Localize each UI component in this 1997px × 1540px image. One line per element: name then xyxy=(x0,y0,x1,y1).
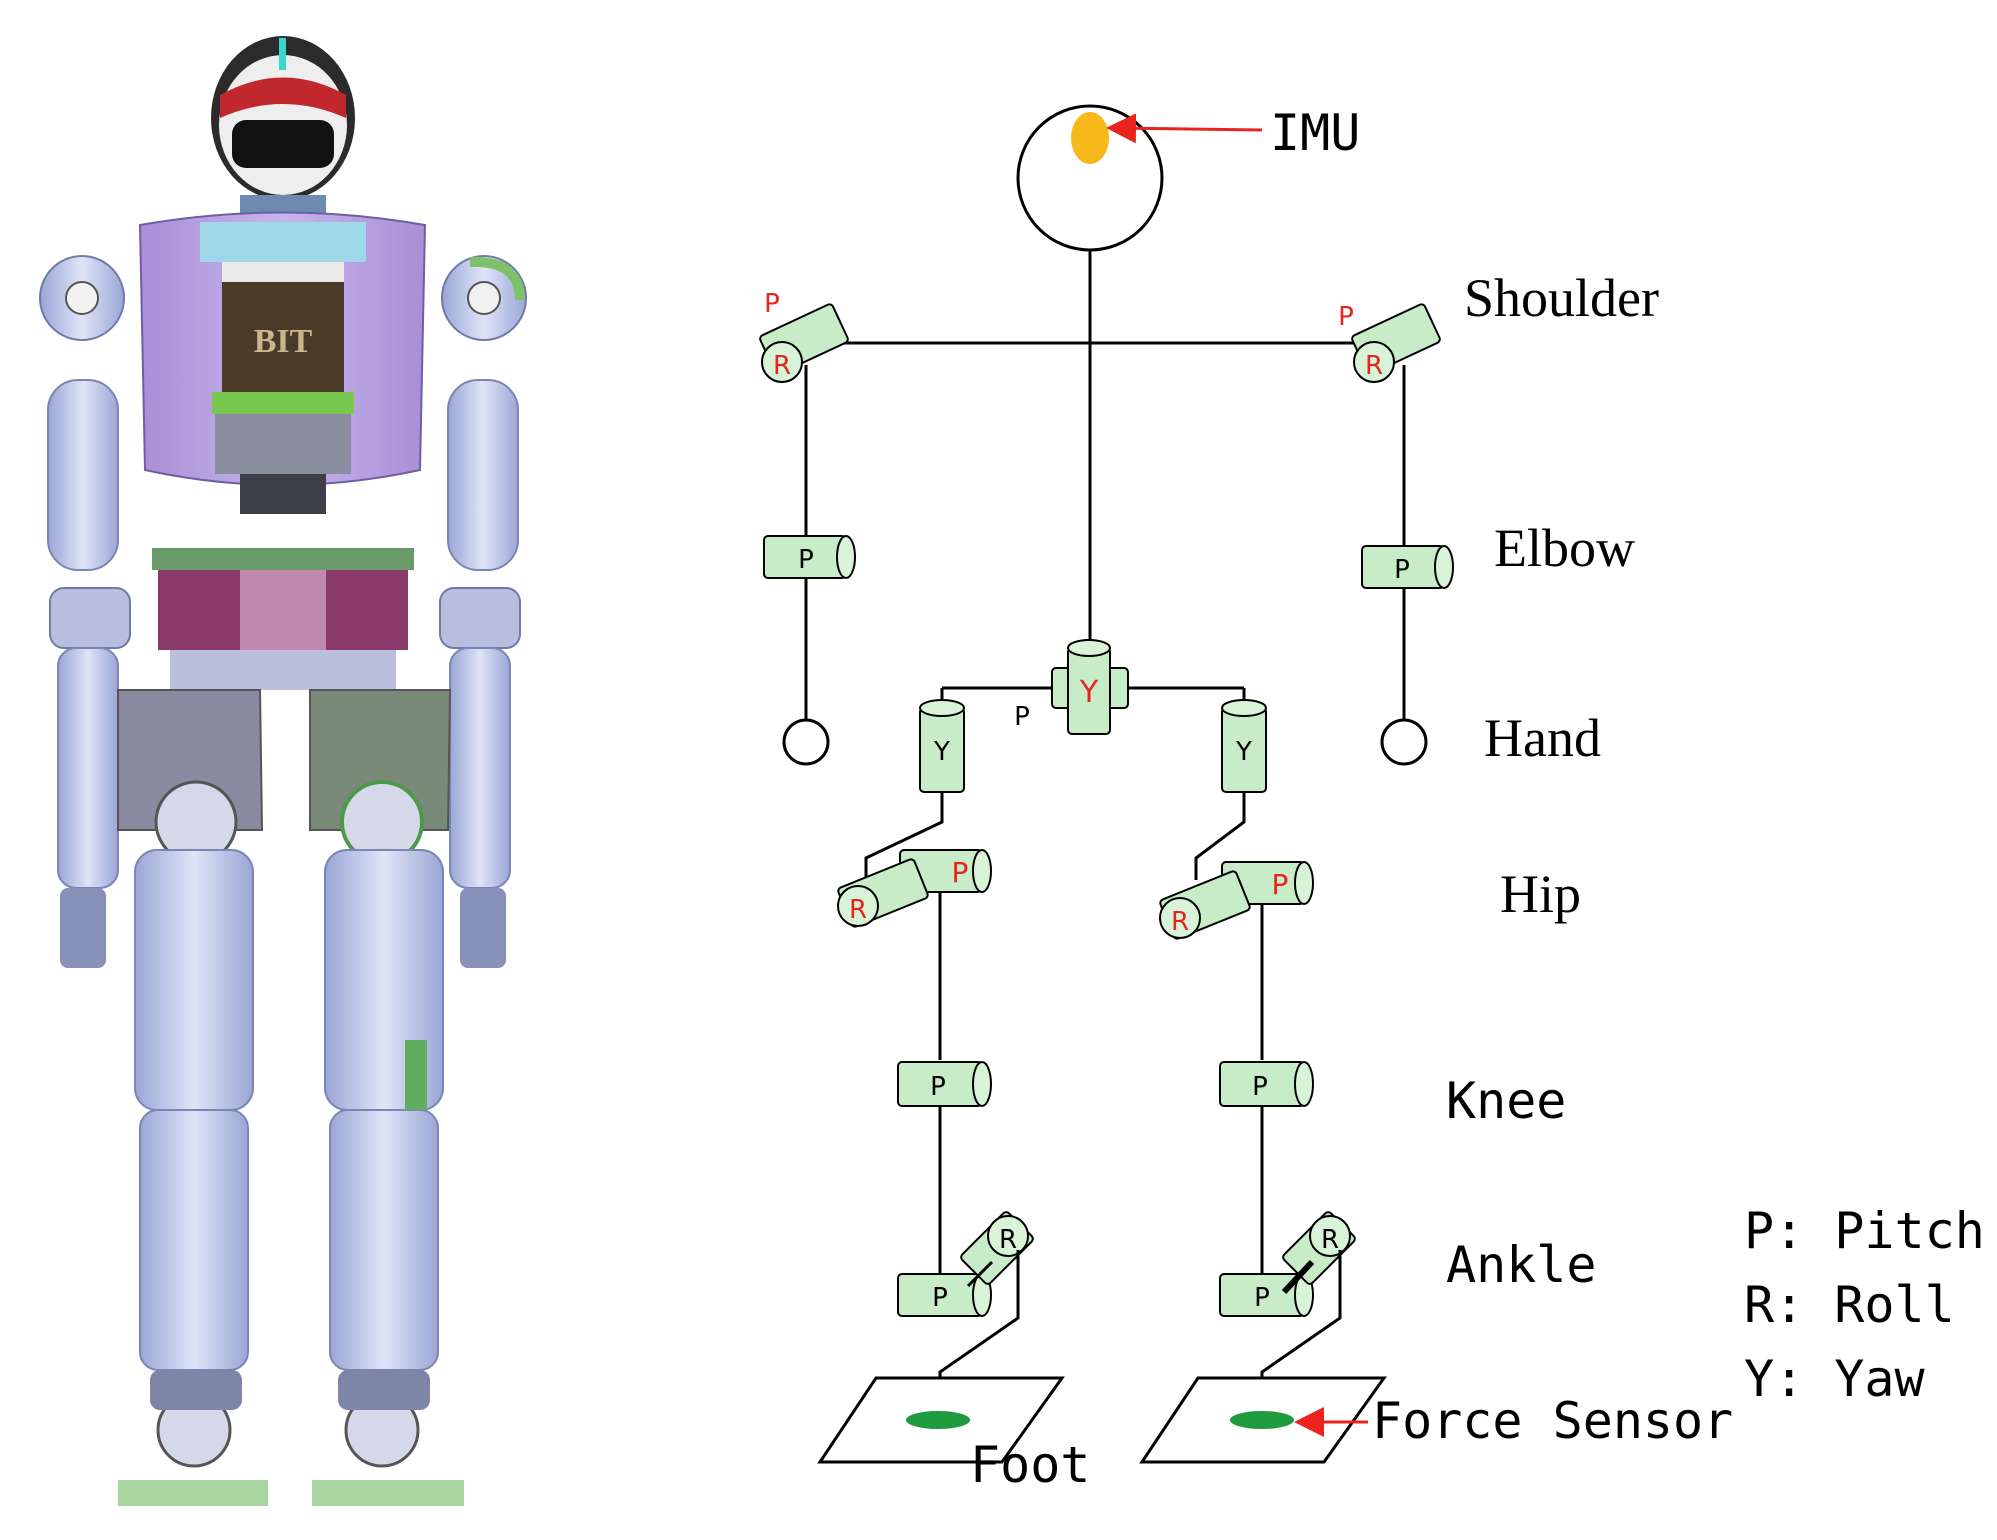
waist-yaw-letter: Y xyxy=(1079,675,1099,710)
right-hip-roll-letter: R xyxy=(1171,907,1189,937)
left-hip-yaw-letter: Y xyxy=(933,737,950,767)
left-ankle-roll-letter: R xyxy=(999,1225,1017,1255)
robot-chest-logo: BIT xyxy=(254,323,313,360)
right-ankle-pitch-letter: P xyxy=(1254,1283,1270,1313)
right-hip-wire xyxy=(1194,792,1246,880)
right-hip-pr-joint: P R xyxy=(1159,861,1314,940)
right-ankle-roll-letter: R xyxy=(1321,1225,1339,1255)
right-hip-pitch-letter: P xyxy=(1272,868,1289,901)
left-hip-pr-joint: P R xyxy=(837,849,992,928)
legend-roll: R: Roll xyxy=(1744,1276,1955,1334)
right-foot xyxy=(1139,1376,1387,1464)
left-shoulder-joint: R P xyxy=(759,289,849,383)
left-foot xyxy=(817,1376,1065,1464)
legend-yaw: Y: Yaw xyxy=(1744,1350,1926,1408)
right-hip-yaw-joint: Y xyxy=(1221,699,1267,793)
right-elbow-joint: P xyxy=(1361,545,1454,589)
imu-arrow xyxy=(1106,113,1263,144)
left-shoulder-pitch-letter: P xyxy=(764,289,780,319)
label-force-sensor: Force Sensor xyxy=(1372,1392,1733,1450)
imu-marker xyxy=(1071,112,1109,164)
right-shoulder-joint: R P xyxy=(1338,302,1441,383)
robot-legs xyxy=(117,689,464,1506)
left-hip-wire xyxy=(864,792,944,880)
robot-torso: BIT xyxy=(138,211,427,514)
robot-head xyxy=(211,36,355,200)
robot-render: BIT xyxy=(39,36,527,1506)
label-knee: Knee xyxy=(1446,1072,1566,1130)
right-shoulder-pitch-letter: P xyxy=(1338,302,1354,332)
label-hip: Hip xyxy=(1500,864,1581,924)
left-hip-pitch-letter: P xyxy=(952,856,969,889)
left-ankle-joint: P R xyxy=(897,1211,1034,1317)
waist-joint: Y P xyxy=(1014,639,1129,735)
robot-arms xyxy=(47,379,521,968)
left-elbow-joint: P xyxy=(763,535,856,579)
label-shoulder: Shoulder xyxy=(1464,268,1659,328)
label-hand: Hand xyxy=(1484,708,1601,768)
left-elbow-letter: P xyxy=(798,545,814,575)
robot-shoulders xyxy=(39,255,527,341)
left-hip-yaw-joint: Y xyxy=(919,699,965,793)
right-knee-joint: P xyxy=(1219,1061,1314,1107)
label-ankle: Ankle xyxy=(1446,1236,1597,1294)
label-elbow: Elbow xyxy=(1494,518,1635,578)
right-ankle-joint: P R xyxy=(1219,1211,1356,1317)
left-shoulder-roll-letter: R xyxy=(773,351,791,381)
left-force-sensor xyxy=(906,1411,970,1429)
right-elbow-letter: P xyxy=(1394,555,1410,585)
waist-pitch-letter: P xyxy=(1014,702,1030,732)
legend: P: Pitch R: Roll Y: Yaw xyxy=(1744,1202,1985,1408)
label-foot: Foot xyxy=(970,1436,1090,1494)
kinematic-diagram: IMU R P R P P P xyxy=(759,104,1985,1494)
right-hip-yaw-letter: Y xyxy=(1235,737,1252,767)
left-knee-letter: P xyxy=(930,1072,946,1102)
right-hand xyxy=(1380,718,1428,766)
robot-pelvis xyxy=(152,548,414,690)
left-hand xyxy=(782,718,830,766)
left-knee-joint: P xyxy=(897,1061,992,1107)
legend-pitch: P: Pitch xyxy=(1744,1202,1985,1260)
label-imu: IMU xyxy=(1270,104,1360,162)
right-force-sensor xyxy=(1230,1411,1294,1429)
right-shoulder-roll-letter: R xyxy=(1365,351,1383,381)
left-hip-roll-letter: R xyxy=(849,895,867,925)
left-ankle-pitch-letter: P xyxy=(932,1283,948,1313)
right-knee-letter: P xyxy=(1252,1072,1268,1102)
